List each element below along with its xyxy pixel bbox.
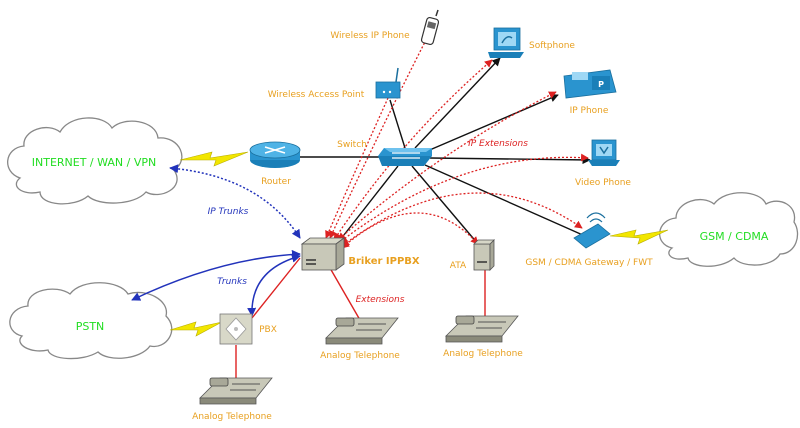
gsm-gateway-label: GSM / CDMA Gateway / FWT — [525, 258, 653, 268]
analog-telephone-1-label: Analog Telephone — [320, 351, 400, 361]
ip-trunks-label: IP Trunks — [208, 207, 249, 217]
ip-extensions-label: IP Extensions — [468, 139, 528, 149]
analog-telephone-3-label: Analog Telephone — [192, 412, 272, 422]
wireless-ip-phone-icon — [420, 9, 440, 46]
pstn-cloud: PSTN — [9, 282, 173, 360]
gsm-gateway-icon — [573, 212, 611, 249]
ip-extension-links — [325, 35, 589, 249]
ippbx-icon — [300, 237, 346, 271]
ata-icon — [473, 239, 495, 271]
ata-label: ATA — [450, 261, 467, 271]
gsm-cloud: GSM / CDMA — [659, 192, 799, 267]
wireless-access-point-label: Wireless Access Point — [268, 90, 365, 100]
analog-telephone-icon — [445, 315, 519, 343]
pbx-icon — [219, 313, 253, 345]
switch-icon — [378, 148, 432, 166]
video-phone-label: Video Phone — [575, 178, 631, 188]
ippbx-label: Briker IPPBX — [348, 256, 420, 267]
trunks-label: Trunks — [217, 277, 247, 287]
analog-telephone-2-label: Analog Telephone — [443, 349, 523, 359]
pstn-label: PSTN — [76, 320, 105, 333]
gsm-label: GSM / CDMA — [700, 230, 769, 243]
video-phone-icon — [588, 139, 620, 166]
router-icon — [249, 141, 301, 168]
wireless-access-point-icon — [375, 67, 401, 99]
solid-links — [300, 57, 591, 245]
ip-phone-icon: P — [563, 69, 617, 99]
wireless-ip-phone-label: Wireless IP Phone — [330, 31, 410, 41]
lightning-internet-router — [179, 151, 249, 167]
extensions-label: Extensions — [356, 295, 405, 305]
internet-label: INTERNET / WAN / VPN — [32, 156, 157, 169]
ip-phone-label: IP Phone — [570, 106, 609, 116]
softphone-label: Softphone — [529, 41, 575, 51]
svg-text:P: P — [598, 80, 604, 89]
lightning-pstn-pbx — [169, 321, 223, 337]
switch-label: Switch — [337, 140, 367, 150]
lightning-gateway-gsm — [609, 229, 669, 245]
internet-cloud: INTERNET / WAN / VPN — [7, 117, 183, 205]
softphone-icon — [488, 27, 524, 58]
pbx-label: PBX — [259, 325, 277, 335]
analog-telephone-icon — [199, 377, 273, 405]
analog-telephone-icon — [325, 317, 399, 345]
router-label: Router — [261, 177, 291, 187]
trunk-links — [131, 164, 301, 317]
